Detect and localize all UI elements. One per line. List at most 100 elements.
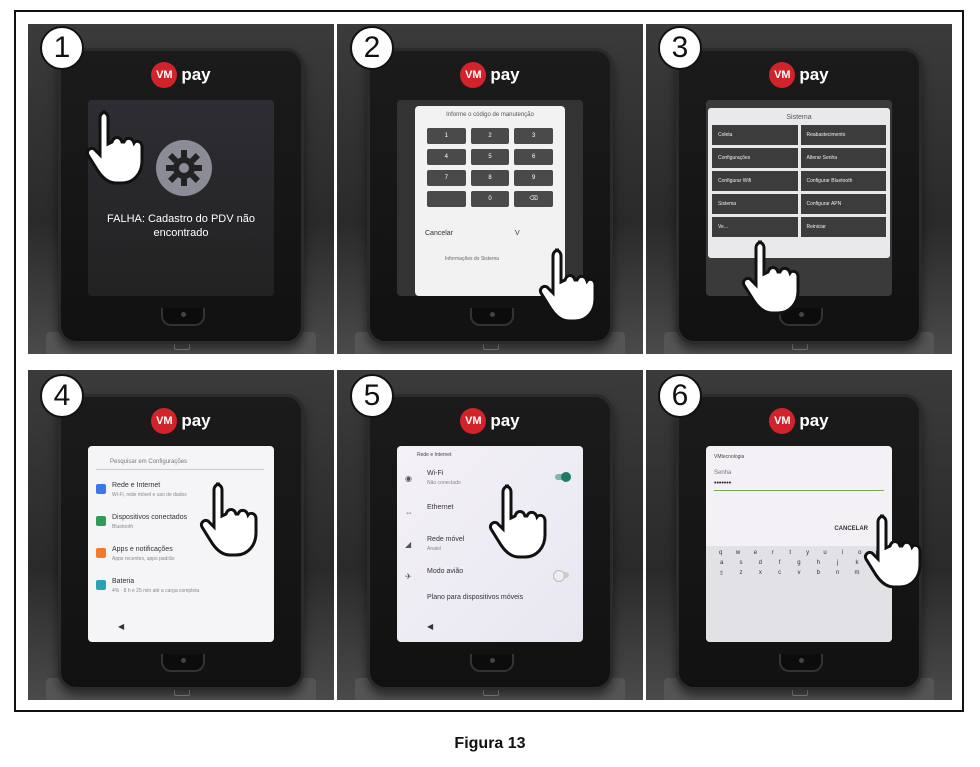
settings-item-devices[interactable]: Dispositivos conectados Bluetooth	[96, 512, 266, 542]
shift-icon[interactable]: ⇧	[719, 571, 725, 577]
step-number: 3	[658, 26, 702, 70]
menu-item-reabastecimento[interactable]: Reabastecimento	[800, 125, 886, 145]
pointing-hand-icon	[200, 482, 258, 557]
menu-item-alterar-senha[interactable]: Alterar Senha	[800, 148, 886, 168]
wifi-icon	[96, 484, 106, 494]
key[interactable]: r	[771, 550, 774, 556]
item-title: Dispositivos conectados	[112, 514, 188, 521]
logo-badge: VM	[460, 408, 487, 434]
back-icon[interactable]: ◀	[118, 622, 125, 631]
password-label: Senha	[714, 470, 732, 476]
system-info-link[interactable]: Informações do Sistema	[445, 256, 499, 262]
settings-item-network[interactable]: Rede e Internet Wi-Fi, rede móvel e uso …	[96, 480, 266, 510]
menu-item-configuracoes[interactable]: Configurações	[712, 148, 798, 168]
item-title: Rede e Internet	[112, 482, 161, 489]
network-item-mobile[interactable]: ◢ Rede móvel Anatel	[405, 534, 577, 560]
network-item-airplane[interactable]: ✈ Modo avião	[405, 566, 577, 592]
bezel-notch	[470, 654, 514, 672]
key[interactable]: 3	[514, 128, 553, 144]
key[interactable]: 5	[470, 149, 510, 165]
key[interactable]: s	[739, 560, 743, 566]
logo-badge: VM	[769, 408, 796, 434]
cancel-button[interactable]: CANCELAR	[834, 526, 868, 532]
key[interactable]: u	[823, 550, 827, 556]
network-item-wifi[interactable]: ◉ Wi-Fi Não conectado	[405, 468, 577, 494]
key[interactable]: 4	[427, 149, 466, 165]
key[interactable]	[427, 191, 466, 207]
key[interactable]: d	[758, 560, 762, 566]
screen-maintenance-code: Informe o código de manutenção 1 2 3 4 5…	[397, 100, 583, 296]
key[interactable]: v	[797, 570, 801, 576]
menu-item-coleta[interactable]: Coleta	[712, 125, 798, 145]
backspace-key[interactable]: ⌫	[514, 191, 553, 207]
menu-item-configurar-bluetooth[interactable]: Configurar Bluetooth	[800, 171, 886, 191]
system-menu: Coleta Reabastecimento Configurações Alt…	[708, 125, 890, 237]
key[interactable]: o	[858, 550, 862, 556]
key[interactable]: i	[841, 550, 844, 556]
key[interactable]: e	[753, 550, 758, 556]
key[interactable]: k	[855, 560, 859, 566]
key[interactable]: x	[758, 570, 762, 576]
logo-badge: VM	[769, 62, 796, 88]
key[interactable]: b	[816, 570, 820, 576]
key[interactable]: 0	[470, 191, 510, 207]
key[interactable]: m	[854, 570, 860, 576]
key[interactable]: 9	[514, 170, 553, 186]
signal-icon: ◢	[405, 540, 412, 549]
key[interactable]: y	[806, 550, 810, 556]
menu-item-reiniciar[interactable]: Reiniciar	[800, 217, 886, 237]
item-title: Wi-Fi	[427, 470, 444, 477]
settings-item-apps[interactable]: Apps e notificações Apps recentes, apps …	[96, 544, 266, 574]
back-icon[interactable]: ◀	[427, 622, 434, 631]
menu-item-configurar-wifi[interactable]: Configurar Wifi	[712, 171, 798, 191]
settings-item-battery[interactable]: Bateria 4% · 8 h e 25 min até a carga co…	[96, 576, 266, 606]
key[interactable]: f	[778, 560, 781, 566]
screen-system-menu: Sistema Coleta Reabastecimento Configura…	[706, 100, 892, 296]
network-item-plan[interactable]: Plano para dispositivos móveis	[405, 592, 577, 618]
password-field[interactable]: •••••••	[714, 480, 884, 491]
key[interactable]: 2	[470, 128, 510, 144]
key[interactable]: z	[739, 570, 743, 576]
bezel-notch	[161, 654, 205, 672]
network-item-ethernet[interactable]: ⇔ Ethernet	[405, 502, 577, 528]
search-input[interactable]: Pesquisar em Configurações	[96, 454, 264, 470]
key[interactable]: h	[816, 560, 820, 566]
key[interactable]: g	[797, 560, 801, 566]
airplane-toggle[interactable]	[553, 570, 569, 582]
key[interactable]: j	[836, 560, 839, 566]
key[interactable]: q	[719, 550, 723, 556]
key[interactable]: w	[735, 550, 741, 556]
screen-header: Rede e Internet	[417, 452, 452, 458]
bezel-notch	[470, 308, 514, 326]
item-title: Rede móvel	[427, 536, 465, 543]
logo-text: pay	[799, 65, 829, 84]
key[interactable]: 6	[514, 149, 553, 165]
key[interactable]: 1	[427, 128, 466, 144]
battery-icon	[96, 580, 106, 590]
camera	[799, 312, 804, 317]
wifi-toggle[interactable]	[555, 472, 571, 482]
key[interactable]: t	[789, 550, 792, 556]
menu-item-versao[interactable]: Ve...	[712, 217, 798, 237]
code-dialog: Informe o código de manutenção 1 2 3 4 5…	[415, 106, 565, 296]
key[interactable]: a	[719, 560, 724, 566]
key[interactable]: n	[835, 570, 840, 576]
cancel-button[interactable]: Cancelar	[425, 230, 454, 237]
screen-error[interactable]: FALHA: Cadastro do PDV não encontrado	[88, 100, 274, 296]
key[interactable]: 7	[427, 170, 466, 186]
key[interactable]: 8	[470, 170, 510, 186]
key[interactable]: c	[778, 570, 782, 576]
item-title: Ethernet	[427, 504, 454, 511]
confirm-button[interactable]: V	[515, 230, 520, 237]
menu-item-configurar-apn[interactable]: Configurar APN	[800, 194, 886, 214]
logo-badge: VM	[460, 62, 487, 88]
bezel-notch	[779, 654, 823, 672]
menu-item-sistema[interactable]: Sistema	[712, 194, 798, 214]
step-number: 5	[350, 374, 394, 418]
